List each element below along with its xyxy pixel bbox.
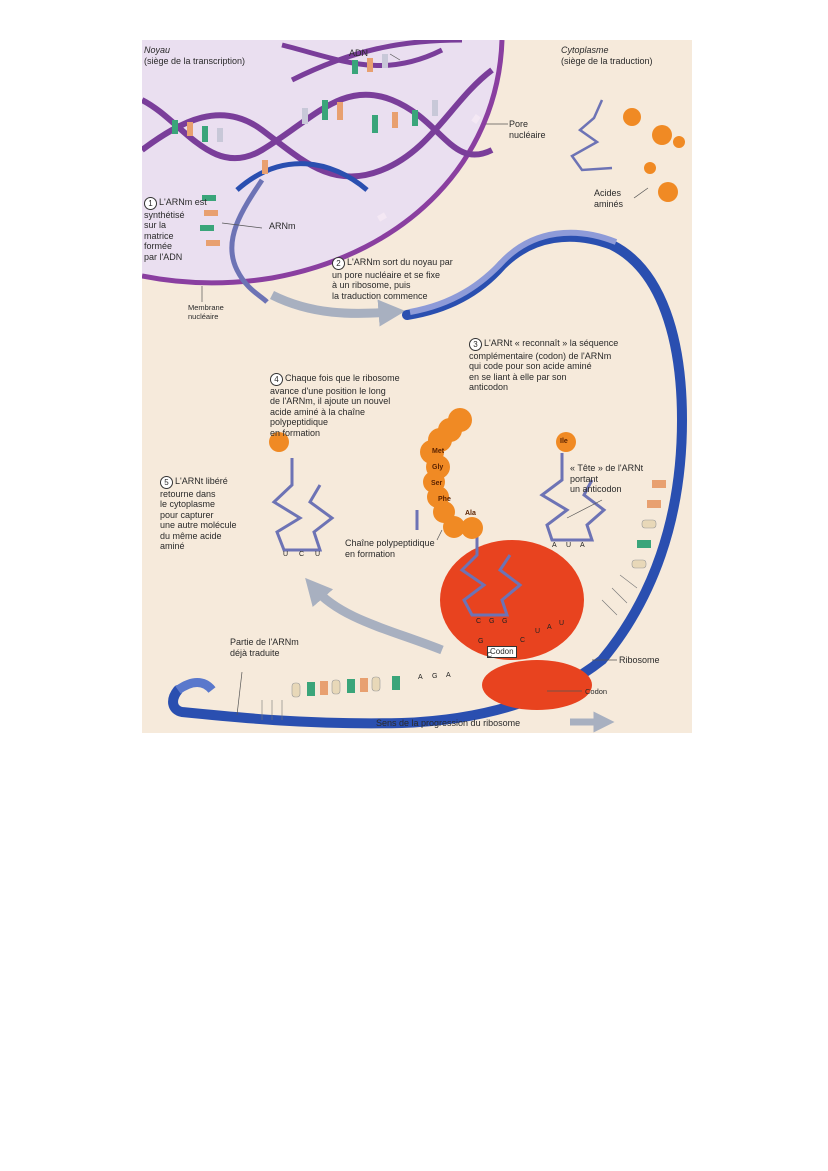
mrna-ribbon [168,231,688,729]
incoming-anticodon-base-2: U [566,542,572,549]
dna-label: ADN [349,48,369,58]
leader-lines [201,53,649,716]
codon-base-1: U [535,628,541,635]
step-2-text: L'ARNm sort du noyau par un pore nucléai… [332,256,453,301]
mrna-strand-nucleus [200,178,269,304]
nuclear-pore-2 [377,212,387,222]
amino-acids-label: Acides aminés [594,188,624,209]
mrna-base-3: A [446,672,451,679]
mrna-base-4: G [478,638,484,645]
mrna-base-2: G [432,673,438,680]
translated-mrna-label: Partie de l'ARNm déjà traduite [230,637,299,658]
bound-anticodon-base-3: G [502,618,508,625]
export-arrow [269,290,406,327]
nucleus-sublabel: (siège de la transcription) [144,56,246,66]
amino-acid-free-trna [269,432,289,452]
pore-label: Pore nucléaire [509,119,546,140]
cytoplasm-label: Cytoplasme [561,45,609,55]
step-2-number: 2 [332,256,345,270]
mrna-base-6: C [520,637,526,644]
amino-acid-ala: Ala [465,510,476,517]
nuclear-membrane [142,40,505,286]
protein-synthesis-diagram: Noyau (siège de la transcription) ADN Cy… [142,40,692,733]
codon-base-3: U [559,620,565,627]
dna-helix [142,40,494,192]
bound-anticodon-base-1: C [476,618,482,625]
diagram-artwork [142,40,688,733]
free-anticodon-base-1: U [283,551,289,558]
free-anticodon-base-2: C [299,551,305,558]
step-4-text: Chaque fois que le ribosome avance d'une… [270,372,400,438]
codon-box: Codon [487,646,517,658]
ribosome [440,540,592,710]
amino-acid-ile: Ile [560,438,568,445]
direction-label: Sens de la progression du ribosome [376,718,521,728]
trna-head-label: « Tête » de l'ARNt portant un anticodon [570,463,644,494]
membrane-label: Membrane nucléaire [188,303,224,321]
amino-acid-incoming-trna [556,432,576,452]
free-anticodon-base-3: U [315,551,321,558]
bound-anticodon-base-2: G [489,618,495,625]
cytoplasm-sublabel: (siège de la traduction) [561,56,653,66]
step-5-text: L'ARNt libéré retourne dans le cytoplasm… [160,475,237,552]
polypeptide-chain [420,408,483,539]
step-3-number: 3 [469,337,482,351]
nucleus-region [142,40,504,285]
amino-acid-met: Met [432,448,445,455]
free-amino-acids [623,108,685,202]
step-1-text: L'ARNm est synthétisé sur la matrice for… [144,196,207,262]
incoming-anticodon-base-1: A [552,542,557,549]
mrna-label: ARNm [269,221,296,231]
trna-incoming [539,453,607,542]
step-1-number: 1 [144,196,157,210]
trna-free [271,458,335,552]
codon-label: Codon [585,687,608,696]
amino-acid-phe: Phe [438,496,451,503]
polypeptide-label: Chaîne polypeptidique en formation [345,538,435,559]
mrna-ribbon-tail [175,678,216,694]
mrna-base-1: A [418,674,423,681]
free-trna-cytoplasm [570,99,613,172]
step-4-number: 4 [270,372,283,386]
mrna-bases [261,480,666,720]
trna-return-arrow [305,577,444,655]
mrna-base-5: C [487,652,493,659]
amino-acid-gly: Gly [432,464,444,471]
amino-acid-ser: Ser [431,480,443,487]
step-5-number: 5 [160,475,173,489]
ribosome-label: Ribosome [619,655,660,665]
nuclear-pore [471,114,481,124]
codon-base-2: A [547,624,552,631]
incoming-anticodon-base-3: A [580,542,585,549]
trna-bound [459,520,523,617]
step-3-text: L'ARNt « reconnaît » la séquence complém… [469,337,619,393]
nucleus-label: Noyau [144,45,171,55]
mrna-ribbon-light [409,229,618,315]
